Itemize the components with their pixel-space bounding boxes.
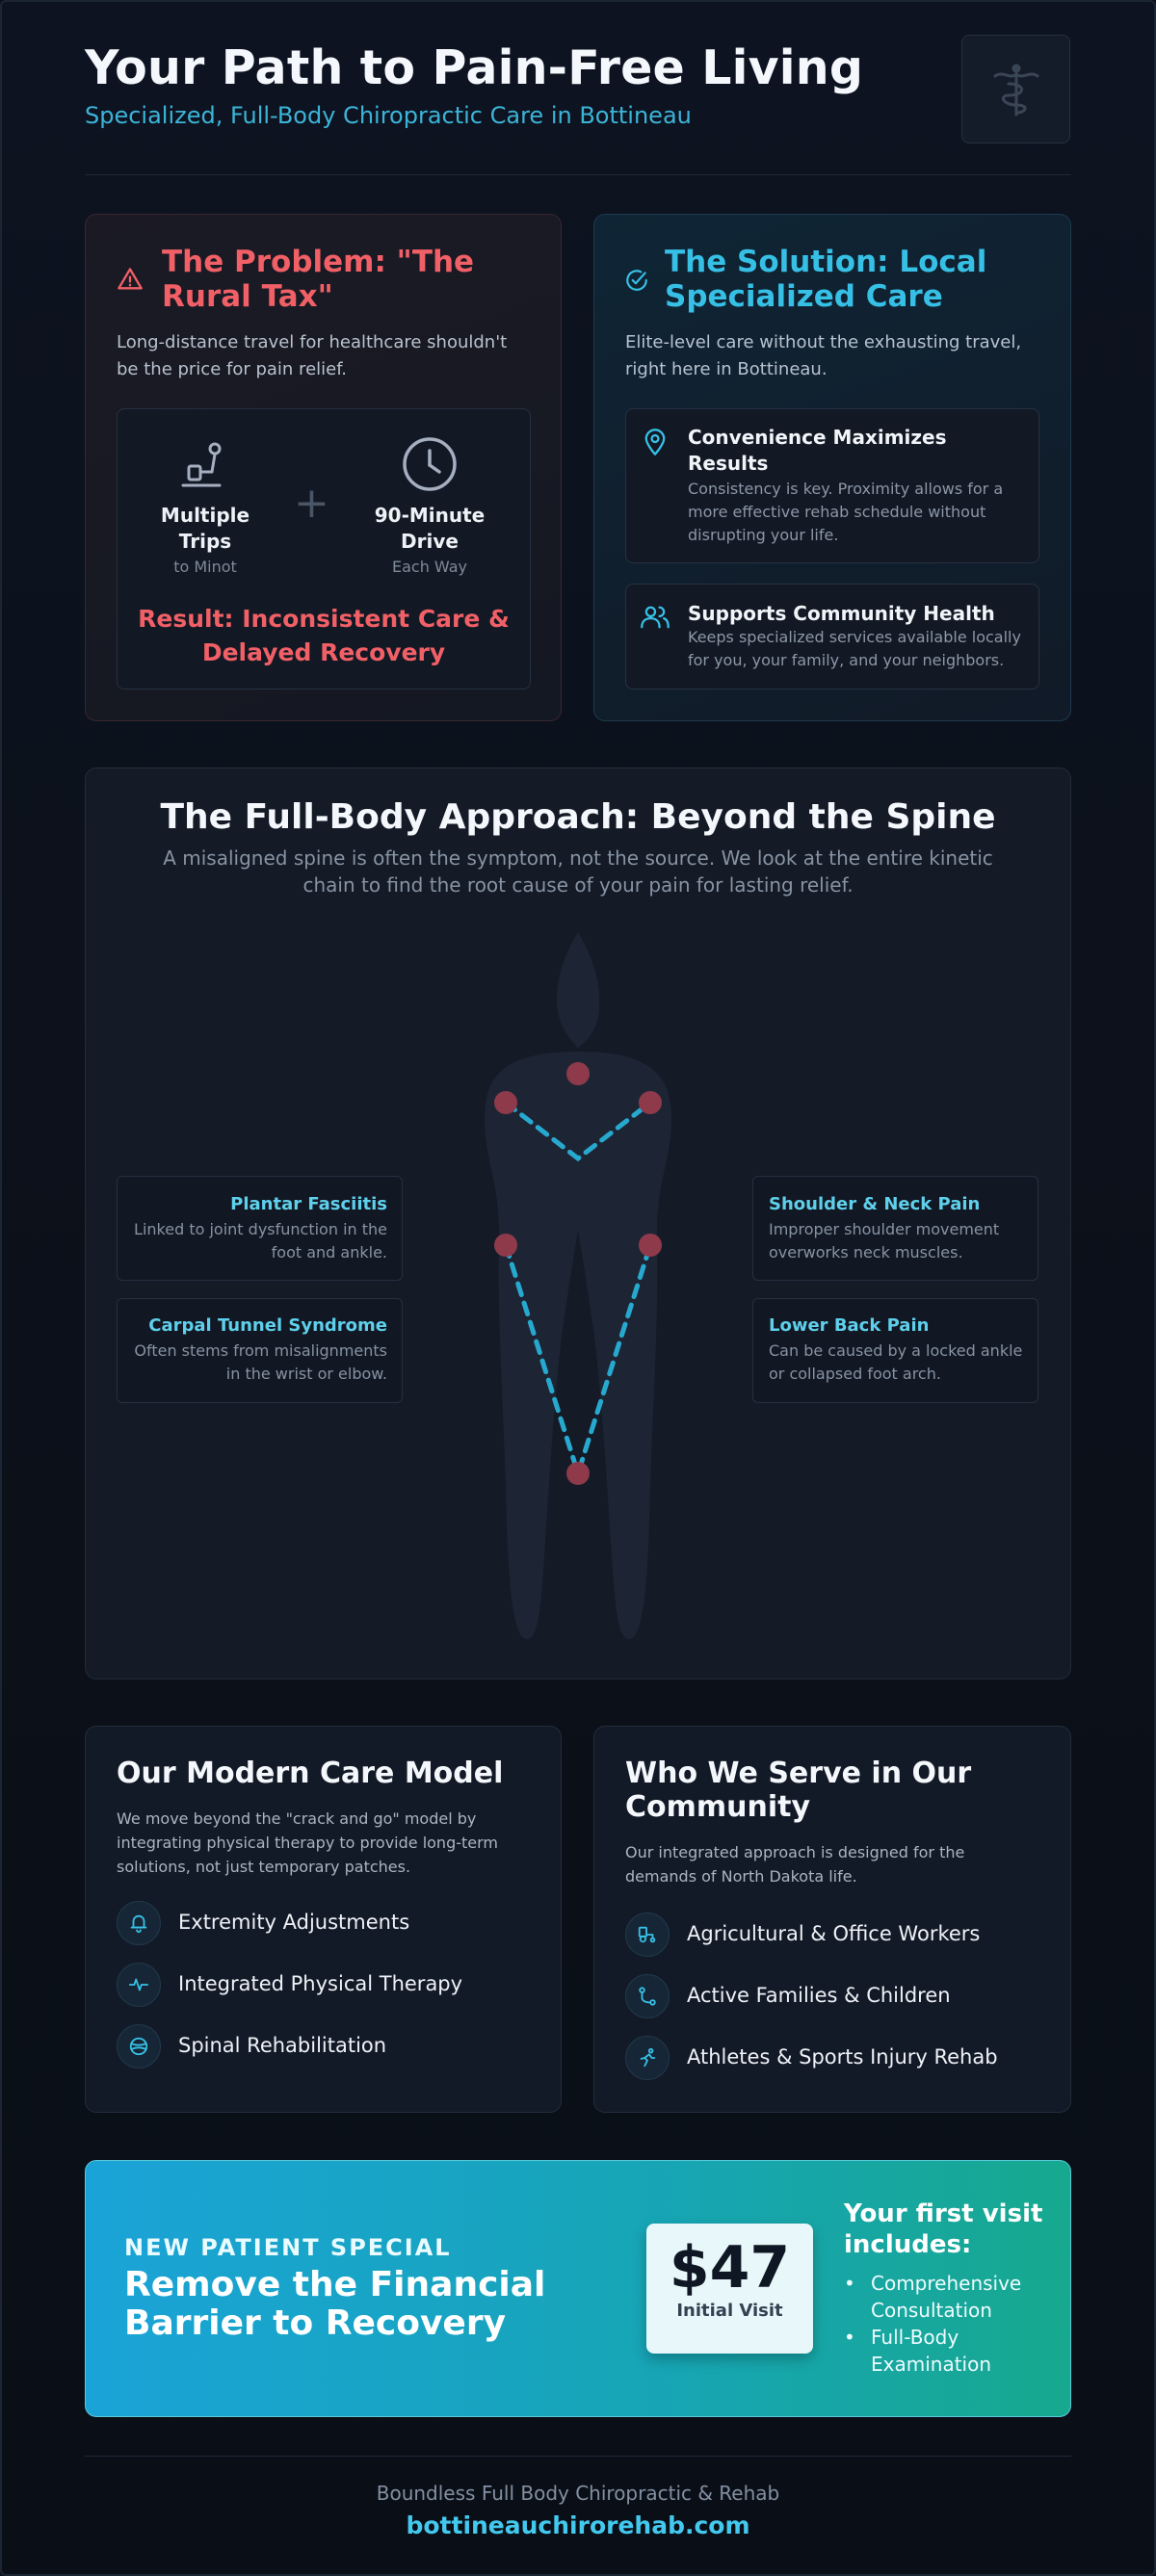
who-we-serve-description: Our integrated approach is designed for … <box>625 1843 965 1886</box>
ball-icon <box>117 2024 161 2069</box>
users-icon <box>641 606 670 629</box>
condition-card-shoulder <box>752 1176 1038 1281</box>
condition-title-plantar: Plantar Fasciitis <box>230 1194 387 1214</box>
check-circle-icon <box>626 270 647 291</box>
condition-title-shoulder: Shoulder & Neck Pain <box>769 1194 981 1214</box>
feature-card-community <box>625 584 1039 690</box>
joint-neck <box>566 1062 590 1085</box>
feature-title-convenience: Convenience Maximizes Results <box>688 426 947 475</box>
full-body-title: The Full-Body Approach: Beyond the Spine <box>160 797 996 837</box>
caduceus-icon <box>993 64 1038 116</box>
joint-left-shoulder <box>494 1091 517 1114</box>
logo <box>961 35 1070 143</box>
feature-desc-community: Keeps specialized services available loc… <box>688 628 1021 669</box>
page-title: Your Path to Pain-Free Living <box>85 40 864 95</box>
condition-desc-carpal: Often stems from misalignments in the wr… <box>134 1341 387 1383</box>
problem-result: Result: Inconsistent Care & Delayed Reco… <box>138 605 510 666</box>
condition-title-carpal: Carpal Tunnel Syndrome <box>148 1315 387 1336</box>
condition-card-lower-back <box>752 1298 1038 1403</box>
condition-desc-shoulder: Improper shoulder movement overworks nec… <box>769 1220 1000 1262</box>
full-body-description: A misaligned spine is often the symptom,… <box>163 846 993 897</box>
who-item-athletes: Athletes & Sports Injury Rehab <box>687 2045 998 2069</box>
care-item-extremity: Extremity Adjustments <box>178 1911 410 1934</box>
condition-card-carpal <box>117 1298 403 1403</box>
page-subtitle: Specialized, Full-Body Chiropractic Care… <box>85 102 692 129</box>
solution-title: The Solution: Local Specialized Care <box>665 245 987 314</box>
trips-sub: to Minot <box>173 558 237 576</box>
leg-chain-line <box>503 1242 653 1482</box>
pulse-icon <box>117 1963 161 2007</box>
problem-title: The Problem: "The Rural Tax" <box>162 245 475 314</box>
shoulder-chain-line <box>503 1100 653 1162</box>
who-item-families: Active Families & Children <box>687 1984 951 2007</box>
feature-desc-convenience: Consistency is key. Proximity allows for… <box>688 480 1004 544</box>
condition-card-plantar <box>117 1176 403 1281</box>
problem-description: Long-distance travel for healthcare shou… <box>117 332 508 379</box>
solution-description: Elite-level care without the exhausting … <box>625 332 1022 379</box>
includes-item: Full-Body Examination <box>844 2324 1046 2378</box>
drive-sub: Each Way <box>391 558 467 576</box>
plus-sign: + <box>294 479 329 528</box>
footer-divider <box>85 2456 1071 2457</box>
includes-title: Your first visit includes: <box>844 2199 1043 2259</box>
body-figure <box>484 932 672 1640</box>
care-model-description: We move beyond the "crack and go" model … <box>117 1809 498 1876</box>
who-we-serve-card <box>593 1726 1071 2113</box>
price-box: $47 Initial Visit <box>646 2224 813 2354</box>
who-we-serve-title: Who We Serve in Our Community <box>625 1756 972 1824</box>
condition-desc-plantar: Linked to joint dysfunction in the foot … <box>134 1220 387 1262</box>
joint-left-hip <box>494 1234 517 1257</box>
includes-item: Comprehensive Consultation <box>844 2270 1046 2324</box>
joint-right-hip <box>639 1234 662 1257</box>
feature-title-community: Supports Community Health <box>688 602 995 625</box>
includes-list: Comprehensive Consultation Full-Body Exa… <box>844 2270 1046 2378</box>
body-silhouette <box>484 932 672 1640</box>
care-item-physical-therapy: Integrated Physical Therapy <box>178 1972 463 1995</box>
warning-icon <box>118 268 143 290</box>
footer-brand: Boundless Full Body Chiropractic & Rehab <box>376 2482 780 2505</box>
care-model-title: Our Modern Care Model <box>117 1756 504 1790</box>
runner-icon <box>625 2036 670 2080</box>
traveler-icon <box>181 442 222 487</box>
price-value: $47 <box>669 2234 791 2302</box>
footer-url-link[interactable]: bottineauchirorehab.com <box>406 2511 750 2539</box>
condition-desc-lower-back: Can be caused by a locked ankle or colla… <box>769 1341 1023 1383</box>
joint-right-shoulder <box>639 1091 662 1114</box>
who-item-workers: Agricultural & Office Workers <box>687 1922 981 1945</box>
clock-icon <box>403 437 457 491</box>
joint-pelvis <box>566 1462 590 1485</box>
header-divider <box>85 174 1071 175</box>
care-item-spinal-rehab: Spinal Rehabilitation <box>178 2034 387 2057</box>
cta-headline: Remove the Financial Barrier to Recovery <box>124 2265 546 2343</box>
care-model-card <box>85 1726 562 2113</box>
condition-title-lower-back: Lower Back Pain <box>769 1315 930 1336</box>
route-icon <box>625 1974 670 2018</box>
drive-label: 90-Minute Drive <box>374 504 486 553</box>
problem-detail-box <box>117 408 531 690</box>
tractor-icon <box>625 1912 670 1957</box>
location-pin-icon <box>644 429 666 455</box>
bell-icon <box>117 1901 161 1945</box>
trips-label: Multiple Trips <box>160 504 250 553</box>
feature-card-convenience <box>625 408 1039 563</box>
cta-eyebrow: NEW PATIENT SPECIAL <box>124 2234 452 2261</box>
price-label: Initial Visit <box>676 2301 783 2321</box>
